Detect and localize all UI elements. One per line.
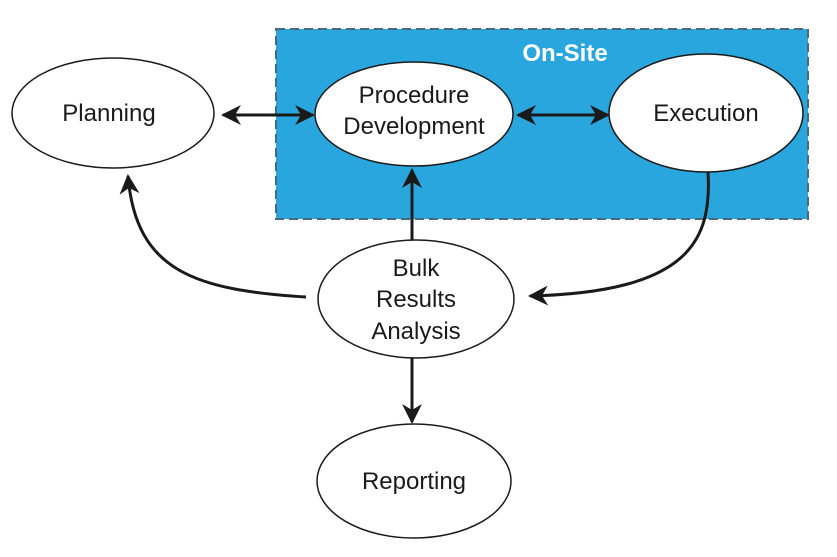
planning-ellipse	[11, 57, 215, 169]
reporting-ellipse	[316, 423, 512, 539]
on-site-region-label: On-Site	[522, 40, 607, 67]
planning-label: Planning	[62, 100, 155, 127]
node-execution: Execution	[608, 53, 804, 173]
execution-label: Execution	[653, 100, 758, 127]
node-procedure-development: Procedure Development	[314, 61, 514, 167]
procedure-development-label-line1: Procedure	[359, 82, 470, 109]
bulk-results-analysis-label-line3: Analysis	[371, 318, 460, 345]
procedure-development-label-line2: Development	[343, 113, 485, 140]
edges	[119, 105, 710, 424]
edge-execution-bulk-results-analysis	[528, 171, 710, 306]
bulk-results-analysis-ellipse	[317, 239, 515, 359]
bulk-results-analysis-label-line2: Results	[376, 286, 456, 313]
bulk-results-analysis-label-line1: Bulk	[393, 255, 441, 282]
node-reporting: Reporting	[316, 423, 512, 539]
edge-bulk-results-planning	[119, 174, 307, 299]
procedure-development-ellipse	[314, 61, 514, 167]
node-bulk-results-analysis: Bulk Results Analysis	[317, 239, 515, 359]
node-planning: Planning	[11, 57, 215, 169]
reporting-label: Reporting	[362, 468, 466, 495]
execution-ellipse	[608, 53, 804, 173]
